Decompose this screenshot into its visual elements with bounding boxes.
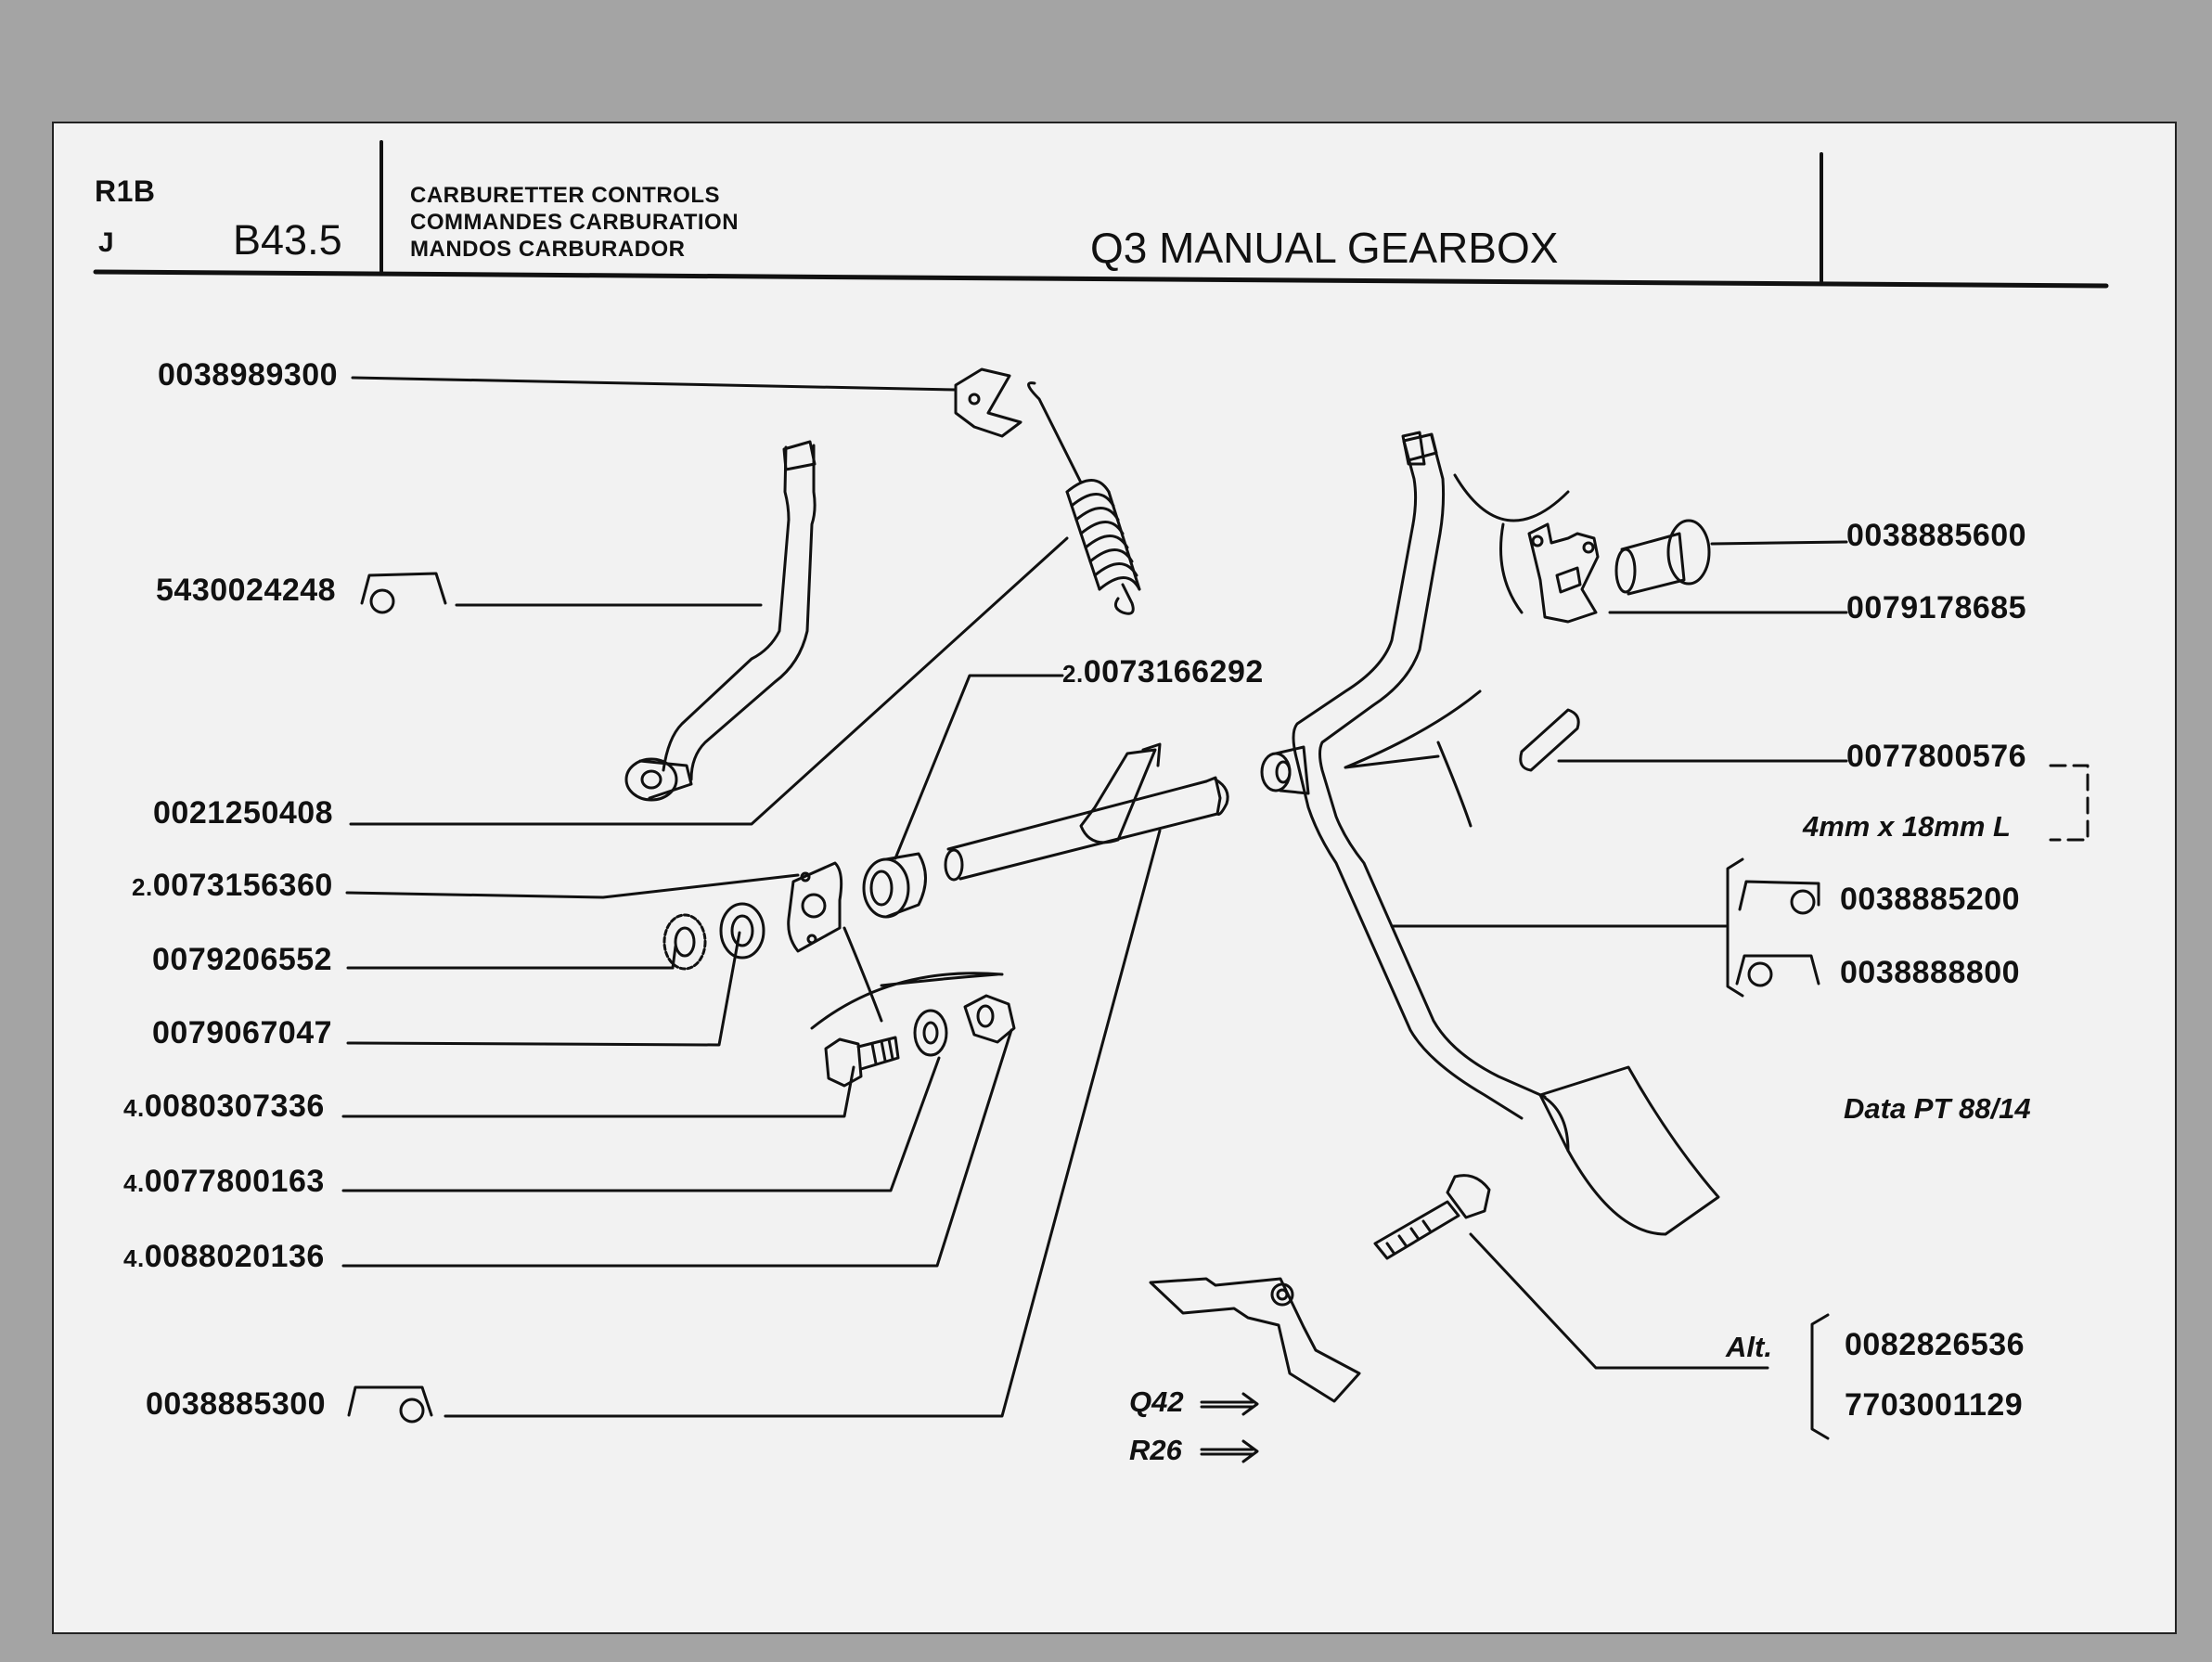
part-label: 0079178685 [1846,590,2027,625]
page-ref: B43.5 [233,216,342,264]
part-label: 5430024248 [156,573,337,608]
clevis-pin [1614,519,1711,596]
parts-sheet [52,122,2177,1634]
title-french: COMMANDES CARBURATION [410,210,739,235]
lock-washer [662,913,707,971]
split-pin [1519,708,1580,772]
variant-r26: R26 [1129,1434,1182,1466]
clip-symbol [360,572,447,614]
arrow-right-icon [1200,1439,1259,1463]
clip-symbol [347,1385,433,1424]
part-label: 4.0088020136 [123,1239,325,1274]
clip-symbol [1738,880,1820,915]
title-english: CARBURETTER CONTROLS [410,183,720,208]
leader-line [345,873,800,899]
part-label: 7703001129 [1845,1387,2024,1423]
spring-bracket [954,367,1022,438]
flat-washer [913,1009,948,1057]
leader-line [444,829,1162,1418]
variant-code: J [98,227,115,258]
page-title: Q3 MANUAL GEARBOX [1090,224,1559,272]
title-spanish: MANDOS CARBURADOR [410,237,686,262]
clutch-pedal [1260,431,1720,1236]
part-label: 0021250408 [153,795,334,831]
dashed-bracket [2049,764,2090,842]
clevis-clip [1527,522,1600,624]
part-label: 0038885600 [1846,518,2027,553]
part-label: 0038888800 [1840,955,2021,990]
rib-symbol [1453,473,1570,614]
leader-line [894,674,1064,860]
header-rule [93,269,2109,289]
part-label: 2.0073166292 [1062,654,1264,689]
part-label: 0079067047 [152,1015,333,1050]
arrow-right-icon [1200,1392,1259,1416]
spring-hook [1027,381,1083,484]
bush [862,852,927,919]
leader-line [341,1065,855,1118]
rib-symbol [810,926,1004,1030]
leader-line [341,1056,941,1192]
leader-line [349,536,1069,826]
leader-line [351,376,958,392]
model-code: R1B [95,174,156,208]
pedal-shaft [944,742,1229,882]
nut [963,994,1016,1044]
stop-bolt [1373,1174,1491,1260]
leader-line [1710,540,1848,546]
variant-q42: Q42 [1129,1385,1184,1418]
part-label: 0082826536 [1845,1327,2026,1362]
bracket [1810,1313,1830,1440]
stop-bracket [1149,1277,1361,1403]
washer [719,902,765,960]
accelerator-rod [624,440,817,802]
pin-size: 4mm x 18mm L [1803,810,2011,843]
return-spring [1065,479,1141,615]
leader-line [341,1028,1013,1268]
part-label: 2.0073156360 [132,868,333,903]
alt-label: Alt. [1726,1331,1772,1363]
part-label: 0079206552 [152,942,333,977]
part-label: 0038989300 [158,357,339,393]
mounting-plate [787,861,843,953]
part-label: 0077800576 [1846,739,2027,774]
bracket [1726,857,1744,998]
part-label: 4.0080307336 [123,1089,325,1124]
leader-line [346,945,677,970]
rib-symbol [1344,689,1482,828]
part-label: 0038885200 [1840,882,2021,917]
clip-symbol [1735,954,1820,987]
leader-line [1469,1232,1769,1370]
hole [968,393,981,406]
data-ref: Data PT 88/14 [1844,1092,2031,1125]
part-label: 4.0077800163 [123,1164,325,1199]
leader-line [346,931,741,1047]
bolt [824,1036,900,1088]
part-label: 0038885300 [146,1386,327,1422]
